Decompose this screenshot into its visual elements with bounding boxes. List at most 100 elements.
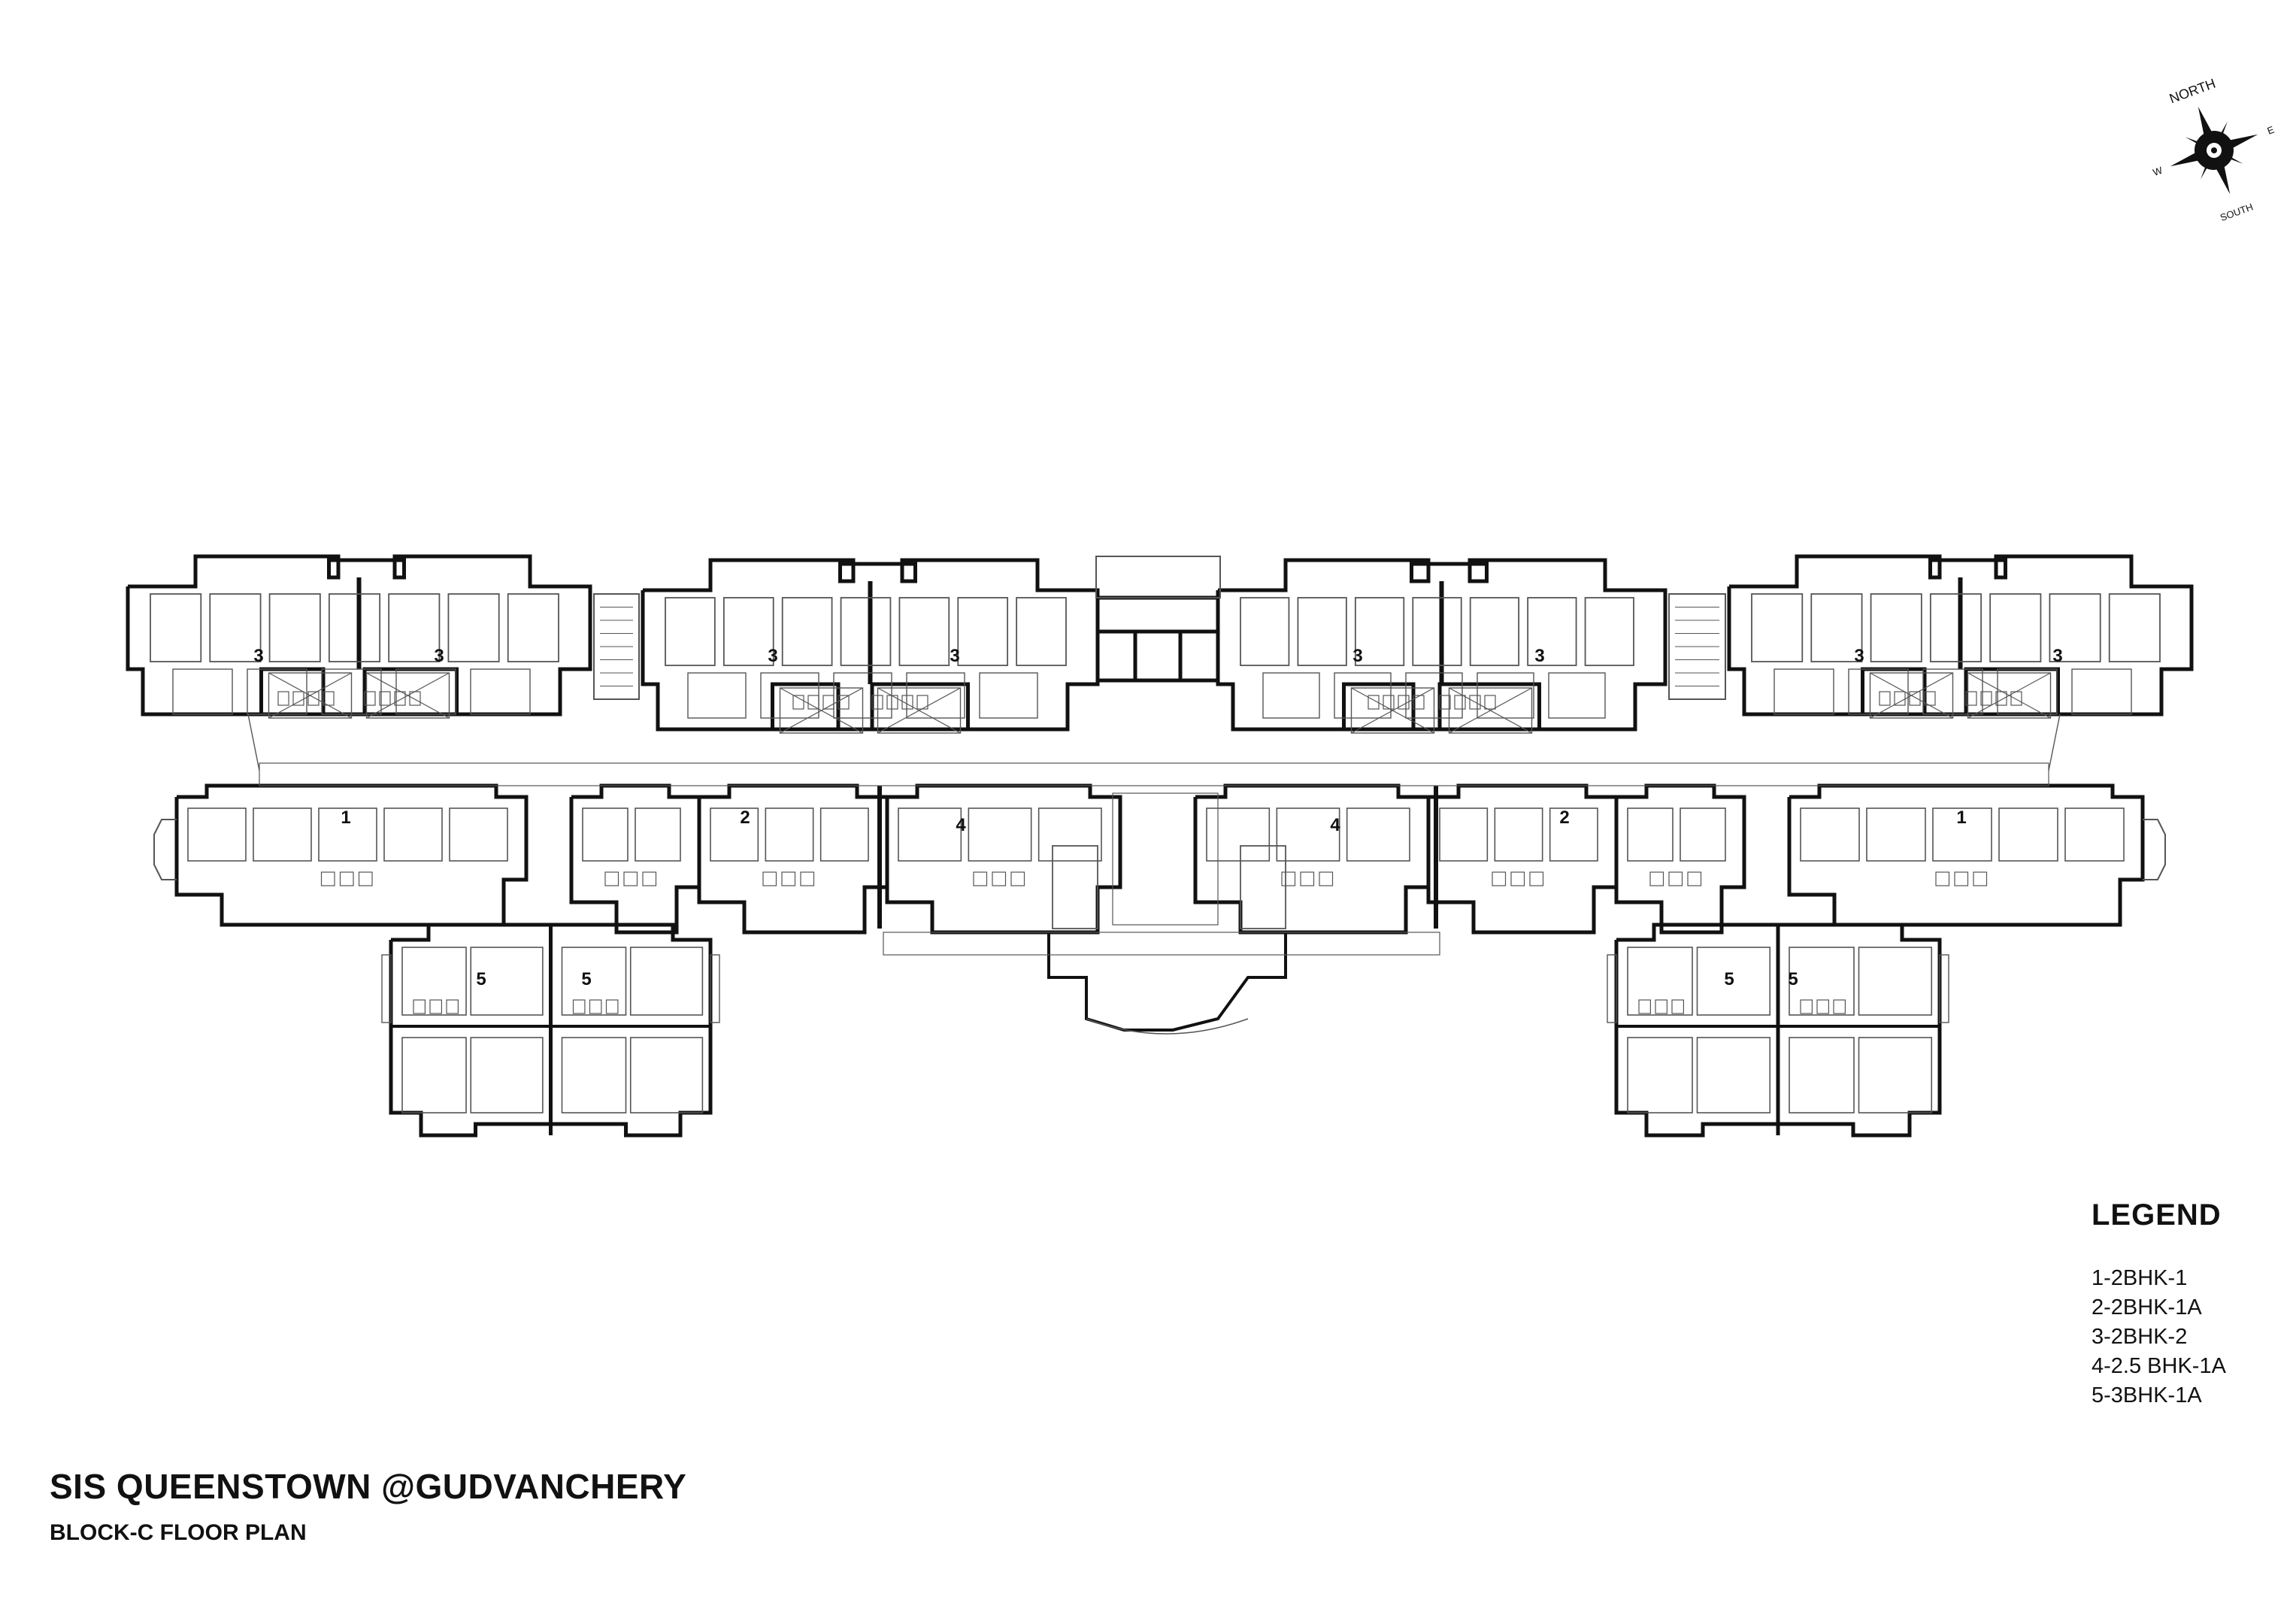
room-outline: [968, 807, 1032, 862]
room-outline: [1276, 807, 1340, 862]
stair-core: [1668, 593, 1726, 700]
furniture-icon: [1671, 999, 1684, 1014]
shaft-outline: [1350, 687, 1435, 734]
room-outline: [247, 668, 307, 715]
furniture-icon: [1924, 691, 1936, 706]
shaft-outline: [1967, 672, 2052, 719]
shaft-outline: [877, 687, 962, 734]
room-outline: [2108, 593, 2161, 662]
furniture-icon: [379, 691, 391, 706]
unit-number-label: 3: [253, 646, 263, 666]
room-outline: [1584, 597, 1634, 666]
room-outline: [1240, 845, 1286, 929]
furniture-icon: [1800, 999, 1813, 1014]
room-outline: [1800, 807, 1860, 862]
unit-number-label: 5: [581, 969, 591, 989]
furniture-icon: [623, 871, 638, 886]
room-outline: [150, 593, 202, 662]
corridor-outline: [259, 762, 2049, 786]
room-outline: [979, 672, 1038, 719]
room-outline: [1789, 947, 1855, 1016]
furniture-icon: [1484, 695, 1496, 710]
room-outline: [1439, 807, 1489, 862]
room-outline: [635, 807, 681, 862]
compass-west-label: W: [2152, 164, 2164, 178]
room-outline: [1469, 597, 1520, 666]
legend: LEGEND 1-2BHK-1 2-2BHK-1A 3-2BHK-2 4-2.5…: [2092, 1198, 2226, 1410]
furniture-icon: [822, 695, 834, 710]
furniture-icon: [871, 695, 883, 710]
unit-number-label: 2: [740, 807, 750, 828]
cluster-outline: [1614, 923, 1942, 1138]
room-outline: [629, 1037, 704, 1113]
room-outline: [1627, 1037, 1693, 1113]
furniture-icon: [292, 691, 304, 706]
legend-list: 1-2BHK-1 2-2BHK-1A 3-2BHK-2 4-2.5 BHK-1A…: [2092, 1264, 2226, 1410]
balcony-outline: [381, 954, 392, 1023]
legend-item: 2-2BHK-1A: [2092, 1295, 2202, 1320]
room-outline: [722, 597, 774, 666]
stair-core: [593, 593, 640, 700]
furniture-icon: [1413, 695, 1425, 710]
room-outline: [1052, 845, 1098, 929]
furniture-icon: [394, 691, 406, 706]
room-outline: [906, 672, 965, 719]
furniture-icon: [1649, 871, 1664, 886]
shaft-cross: [268, 672, 352, 719]
compass-rose: NORTH SOUTH E W: [2152, 76, 2276, 223]
corridor-line: [247, 714, 260, 771]
furniture-icon: [973, 871, 988, 886]
room-outline: [1016, 597, 1067, 666]
room-outline: [1866, 807, 1926, 862]
shaft-cross: [366, 672, 450, 719]
room-outline: [1240, 597, 1290, 666]
room-outline: [561, 1037, 627, 1113]
room-outline: [819, 807, 869, 862]
furniture-icon: [1281, 871, 1296, 886]
lobby-outline: [1047, 932, 1287, 1032]
project-title: SIS QUEENSTOWN @GUDVANCHERY: [50, 1467, 687, 1506]
room-outline: [209, 593, 262, 662]
furniture-icon: [413, 999, 426, 1014]
room-outline: [1773, 668, 1834, 715]
room-outline: [561, 947, 627, 1016]
unit-number-label: 3: [434, 646, 444, 666]
legend-item: 4-2.5 BHK-1A: [2092, 1354, 2226, 1378]
furniture-icon: [807, 695, 819, 710]
furniture-icon: [1995, 691, 2007, 706]
room-outline: [1627, 947, 1693, 1016]
unit-number-label: 4: [956, 815, 966, 835]
furniture-icon: [339, 871, 354, 886]
lobby-floor: [1112, 792, 1219, 926]
furniture-icon: [307, 691, 320, 706]
shaft-outline: [779, 687, 864, 734]
room-outline: [1858, 947, 1933, 1016]
furniture-icon: [1439, 695, 1451, 710]
furniture-icon: [1655, 999, 1667, 1014]
room-outline: [1789, 1037, 1855, 1113]
room-outline: [1346, 807, 1410, 862]
room-outline: [1870, 593, 1922, 662]
furniture-icon: [1879, 691, 1891, 706]
furniture-icon: [429, 999, 442, 1014]
compass-east-label: E: [2266, 123, 2276, 136]
unit-number-label: 4: [1330, 815, 1340, 835]
wing-outline: [126, 554, 592, 717]
furniture-icon: [886, 695, 898, 710]
furniture-icon: [901, 695, 913, 710]
compass-north-label: NORTH: [2167, 76, 2218, 107]
room-outline: [1848, 668, 1909, 715]
cluster-outline: [389, 923, 713, 1138]
room-outline: [172, 668, 233, 715]
unit-number-label: 3: [950, 646, 959, 666]
furniture-icon: [992, 871, 1007, 886]
room-outline: [447, 593, 500, 662]
furniture-icon: [1398, 695, 1410, 710]
room-outline: [1206, 807, 1271, 862]
furniture-icon: [446, 999, 459, 1014]
furniture-icon: [364, 691, 376, 706]
corridor-line: [2048, 714, 2061, 771]
unit-number-label: 3: [1854, 646, 1864, 666]
compass-star-icon: [2198, 106, 2218, 150]
room-outline: [1989, 593, 2042, 662]
